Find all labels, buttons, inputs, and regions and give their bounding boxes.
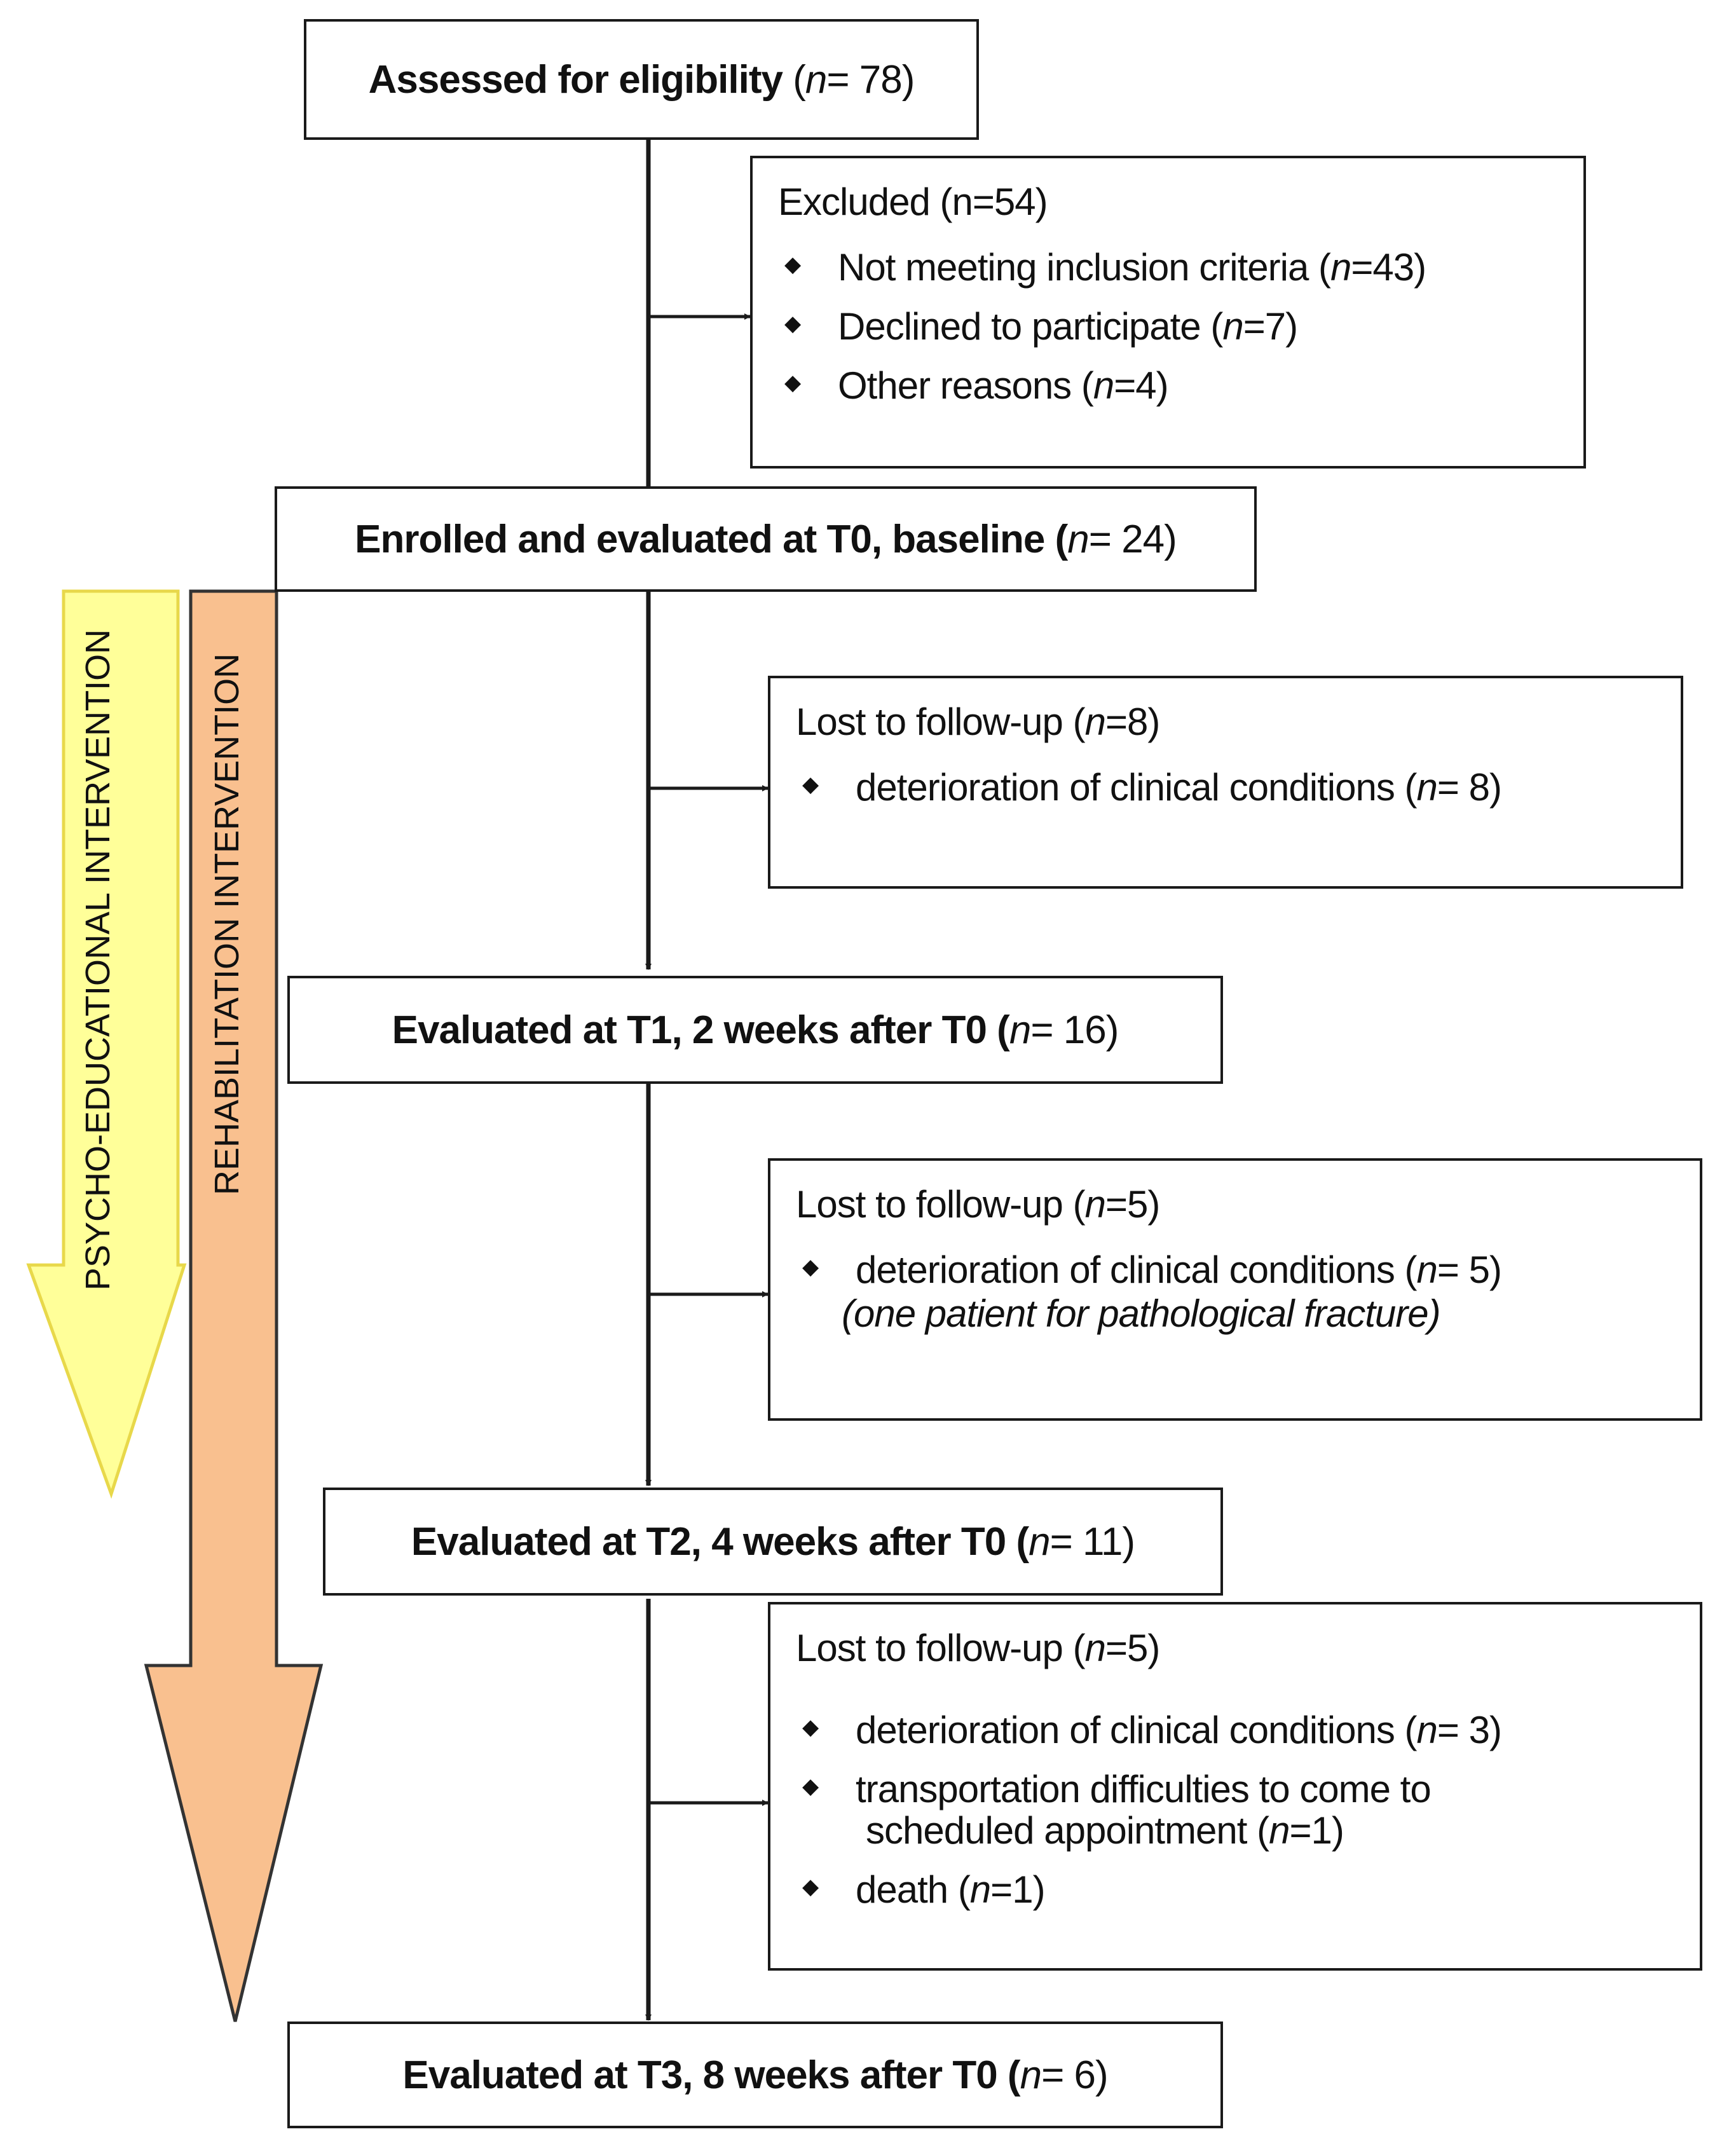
t2-box: Evaluated at T2, 4 weeks after T0 (n= 11…	[323, 1488, 1223, 1596]
enrolled-n: n	[1067, 517, 1089, 561]
t1-box: Evaluated at T1, 2 weeks after T0 (n= 16…	[287, 976, 1223, 1084]
lost-followup-box-2: Lost to follow-up (n=5) ◆ deterioration …	[768, 1158, 1702, 1421]
lost-header-n: n	[1084, 1183, 1106, 1226]
lost-header-text: Lost to follow-up (	[796, 701, 1086, 743]
lost-item-n: n	[1416, 1248, 1437, 1291]
enrolled-value: = 24)	[1088, 517, 1177, 561]
t3-text: Evaluated at T3, 8 weeks after T0 (	[402, 2053, 1020, 2097]
lost-item-text: deterioration of clinical conditions (	[856, 766, 1417, 809]
diamond-bullet-icon: ◆	[784, 252, 801, 277]
rehabilitation-arrow	[144, 589, 324, 2022]
lost-header-value: =5)	[1105, 1627, 1160, 1669]
excluded-item-value: =43)	[1351, 246, 1426, 289]
lost-followup-header: Lost to follow-up (n=8)	[796, 700, 1681, 744]
assessed-text: Assessed for eligibility	[368, 57, 783, 102]
assessed-box: Assessed for eligibility (n= 78)	[304, 19, 979, 140]
excluded-item-n: n	[1330, 246, 1351, 289]
lost-item-value: = 8)	[1437, 766, 1502, 809]
enrolled-box: Enrolled and evaluated at T0, baseline (…	[275, 486, 1257, 592]
t1-n: n	[1009, 1008, 1031, 1052]
t2-text: Evaluated at T2, 4 weeks after T0 (	[411, 1519, 1029, 1564]
assessed-paren: (	[793, 57, 806, 102]
lost-item-value: =1)	[990, 1868, 1045, 1911]
t3-n: n	[1020, 2053, 1042, 2097]
lost-header-text: Lost to follow-up (	[796, 1183, 1086, 1226]
excluded-item-value: =4)	[1114, 364, 1168, 407]
lost-item: ◆ deterioration of clinical conditions (…	[796, 765, 1681, 809]
excluded-item-text: Other reasons (	[838, 364, 1094, 407]
excluded-item-n: n	[1093, 364, 1114, 407]
excluded-item-text: Not meeting inclusion criteria (	[838, 246, 1331, 289]
lost-followup-header: Lost to follow-up (n=5)	[796, 1626, 1700, 1670]
diamond-bullet-icon: ◆	[802, 1255, 819, 1279]
lost-item-continuation: scheduled appointment (n=1)	[866, 1809, 1700, 1852]
lost-header-n: n	[1084, 1627, 1106, 1669]
excluded-item-n: n	[1222, 305, 1243, 348]
lost-item: ◆ transportation difficulties to come to	[796, 1767, 1700, 1811]
psycho-educational-arrow	[26, 589, 187, 1499]
excluded-item: ◆ Declined to participate (n=7)	[778, 304, 1583, 348]
lost-item-value: =1)	[1289, 1809, 1344, 1852]
lost-item-note: (one patient for pathological fracture)	[842, 1292, 1441, 1335]
t2-n: n	[1029, 1519, 1050, 1564]
t1-value: = 16)	[1030, 1008, 1119, 1052]
lost-header-value: =5)	[1105, 1183, 1160, 1226]
lost-item-n: n	[1269, 1809, 1290, 1852]
lost-item-text: deterioration of clinical conditions (	[856, 1248, 1417, 1291]
excluded-item: ◆ Not meeting inclusion criteria (n=43)	[778, 245, 1583, 289]
excluded-header: Excluded (n=54)	[778, 181, 1048, 223]
diamond-bullet-icon: ◆	[802, 1715, 819, 1739]
lost-item-text: transportation difficulties to come to	[856, 1768, 1432, 1810]
lost-item-value: = 5)	[1437, 1248, 1502, 1291]
assessed-n-value: = 78)	[826, 57, 915, 102]
diamond-bullet-icon: ◆	[802, 772, 819, 797]
t2-value: = 11)	[1049, 1519, 1135, 1564]
lost-item: ◆ death (n=1)	[796, 1868, 1700, 1912]
lost-header-text: Lost to follow-up (	[796, 1627, 1086, 1669]
rehabilitation-label: REHABILITATION INTERVENTION	[208, 653, 246, 1195]
lost-followup-box-1: Lost to follow-up (n=8) ◆ deterioration …	[768, 676, 1683, 889]
assessed-n-label: n	[805, 57, 827, 102]
t3-value: = 6)	[1041, 2053, 1109, 2097]
diamond-bullet-icon: ◆	[784, 371, 801, 395]
lost-followup-header: Lost to follow-up (n=5)	[796, 1182, 1700, 1226]
psycho-educational-label: PSYCHO-EDUCATIONAL INTERVENTION	[79, 629, 117, 1290]
lost-item-value: = 3)	[1437, 1709, 1502, 1751]
t3-box: Evaluated at T3, 8 weeks after T0 (n= 6)	[287, 2021, 1223, 2128]
diamond-bullet-icon: ◆	[784, 311, 801, 336]
excluded-box: Excluded (n=54) ◆ Not meeting inclusion …	[750, 156, 1586, 469]
lost-item-text: scheduled appointment (	[866, 1809, 1269, 1852]
lost-item-n: n	[1416, 1709, 1437, 1751]
excluded-item-value: =7)	[1243, 305, 1298, 348]
lost-header-value: =8)	[1105, 701, 1160, 743]
lost-item-n: n	[1416, 766, 1437, 809]
lost-item-n: n	[969, 1868, 991, 1911]
lost-item-text: death (	[856, 1868, 971, 1911]
lost-header-n: n	[1084, 701, 1106, 743]
diamond-bullet-icon: ◆	[802, 1875, 819, 1899]
diamond-bullet-icon: ◆	[802, 1774, 819, 1798]
t1-text: Evaluated at T1, 2 weeks after T0 (	[392, 1008, 1010, 1052]
lost-item: ◆ deterioration of clinical conditions (…	[796, 1248, 1700, 1292]
excluded-item-text: Declined to participate (	[838, 305, 1223, 348]
enrolled-text: Enrolled and evaluated at T0, baseline (	[355, 517, 1068, 561]
lost-item-text: deterioration of clinical conditions (	[856, 1709, 1417, 1751]
lost-followup-box-3: Lost to follow-up (n=5) ◆ deterioration …	[768, 1602, 1702, 1971]
excluded-item: ◆ Other reasons (n=4)	[778, 364, 1583, 407]
lost-item: ◆ deterioration of clinical conditions (…	[796, 1708, 1700, 1752]
